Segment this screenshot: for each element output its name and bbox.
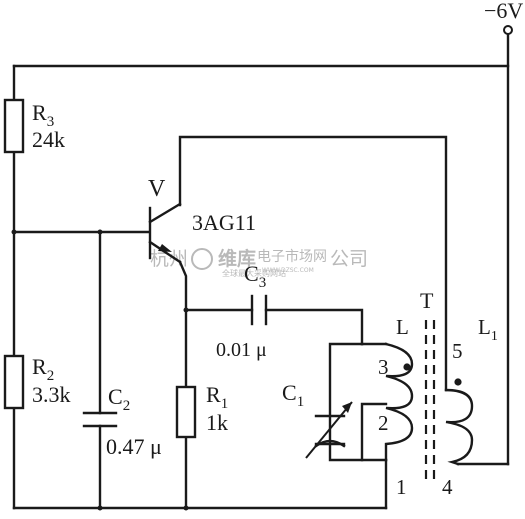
transistor-part: 3AG11 xyxy=(192,210,256,235)
c3-ref: C3 xyxy=(244,261,266,291)
c2-value: 0.47 μ xyxy=(106,434,162,459)
transistor-emitter xyxy=(148,240,182,264)
watermark-url: WWW.DZSC.COM xyxy=(262,267,314,274)
watermark-tagline: 全球最大采购网站 xyxy=(222,268,286,278)
coil-l-dot-icon xyxy=(403,363,411,371)
transistor-v: V 3AG11 xyxy=(148,176,256,264)
coil-l1: L1 5 4 xyxy=(442,315,498,499)
coil-l-pin-1: 1 xyxy=(396,475,407,499)
transformer-core: T xyxy=(420,288,436,480)
terminal-icon xyxy=(503,25,513,35)
emitter-arrow-icon xyxy=(158,244,172,252)
capacitor-c3: C3 0.01 μ xyxy=(216,261,268,361)
c1-ref: C1 xyxy=(282,380,304,410)
c2-ref: C2 xyxy=(108,384,130,414)
resistor-r1: R1 1k xyxy=(175,382,228,439)
capacitor-c2: C2 0.47 μ xyxy=(82,384,162,459)
coil-l: L 3 2 1 xyxy=(378,315,414,499)
capacitor-c1: C1 xyxy=(282,380,353,459)
transistor-collector xyxy=(148,202,182,224)
watermark-right: 公司 xyxy=(330,248,368,270)
r1-ref: R1 xyxy=(206,382,228,412)
resistor-r3-body xyxy=(3,98,25,154)
resistor-r3: R3 24k xyxy=(3,98,65,154)
supply-label: −6V xyxy=(484,0,523,23)
junctions xyxy=(11,229,189,511)
watermark-brand: 维库 xyxy=(218,247,256,270)
variable-arrow-icon xyxy=(342,402,352,413)
coil-l-winding xyxy=(384,342,414,462)
watermark: 杭州 维库 电子市场网 公司 全球最大采购网站 WWW.DZSC.COM xyxy=(150,247,368,278)
c3-value: 0.01 μ xyxy=(216,339,267,361)
coil-l1-dot-icon xyxy=(454,378,462,386)
r3-value: 24k xyxy=(32,127,65,152)
coil-l-ref: L xyxy=(396,315,409,339)
supply-terminal: −6V xyxy=(484,0,523,35)
coil-l-pin-3: 3 xyxy=(378,355,389,379)
coil-l1-pin-4: 4 xyxy=(442,475,453,499)
coil-l1-winding xyxy=(444,388,474,466)
coil-l-pin-2: 2 xyxy=(378,411,389,435)
resistor-r1-body xyxy=(175,385,197,439)
r2-value: 3.3k xyxy=(32,382,71,407)
transistor-ref: V xyxy=(148,176,166,202)
resistor-r2: R2 3.3k xyxy=(3,354,71,410)
coil-l1-pin-5: 5 xyxy=(452,339,463,363)
transformer-ref: T xyxy=(420,288,434,313)
variable-arrow xyxy=(305,401,353,459)
resistor-r2-body xyxy=(3,354,25,410)
watermark-middle: 电子市场网 xyxy=(257,248,327,265)
coil-l1-ref: L1 xyxy=(478,315,498,344)
watermark-left: 杭州 xyxy=(150,248,188,270)
watermark-logo-icon xyxy=(191,248,213,270)
r3-ref: R3 xyxy=(32,100,54,130)
r1-value: 1k xyxy=(206,410,228,435)
wires xyxy=(12,32,510,510)
r2-ref: R2 xyxy=(32,354,54,384)
